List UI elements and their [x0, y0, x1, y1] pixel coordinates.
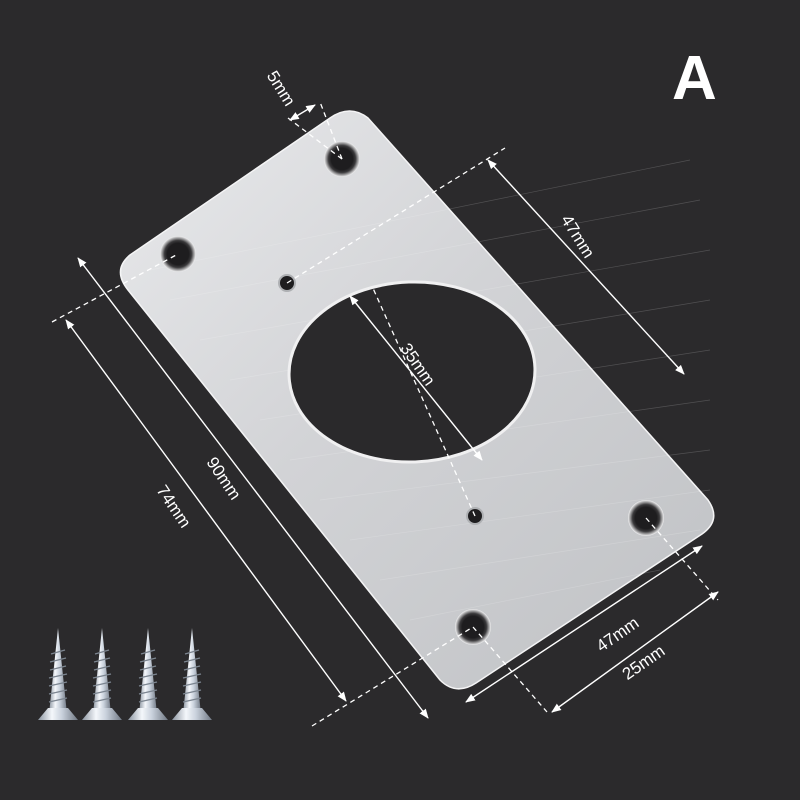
- dim-line-25mm: [551, 591, 719, 713]
- screws: [38, 628, 212, 720]
- screw-3: [128, 628, 168, 720]
- dim-line-5mm: [289, 104, 316, 121]
- mounting-plate: [119, 110, 715, 690]
- dimension-lines: [65, 104, 719, 719]
- screw-4: [172, 628, 212, 720]
- dim-line-47mm-top: [487, 159, 685, 375]
- screw-1: [38, 628, 78, 720]
- screw-hole-left: [160, 236, 196, 272]
- dim-line-35mm: [349, 295, 483, 461]
- variant-label: A: [672, 44, 717, 113]
- dim-line-74mm: [65, 319, 347, 702]
- screw-2: [82, 628, 122, 720]
